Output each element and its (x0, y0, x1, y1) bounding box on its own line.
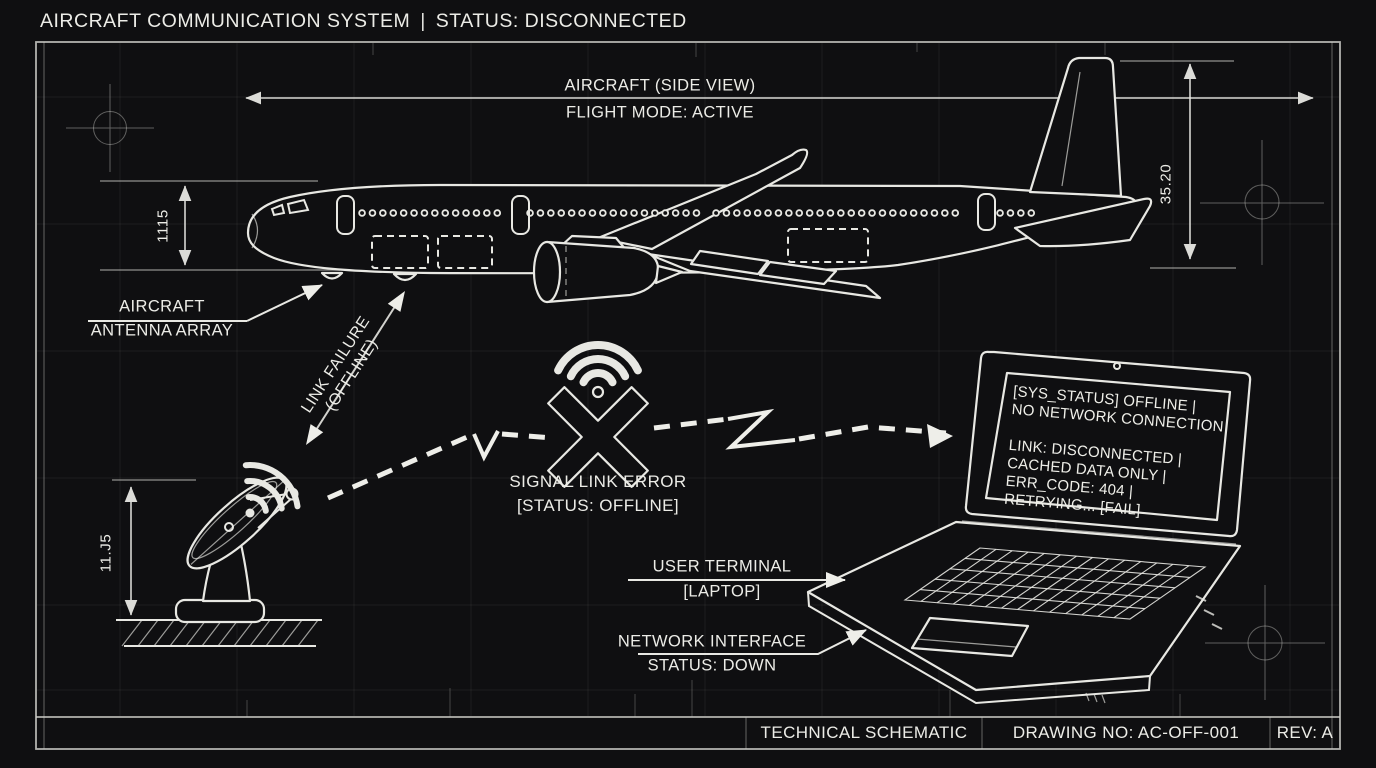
laptop-drawing (808, 350, 1250, 705)
page-title: AIRCRAFT COMMUNICATION SYSTEM | STATUS: DI… (40, 10, 687, 33)
arrowhead-icon (927, 424, 953, 448)
network-status-label: STATUS: DOWN (647, 656, 777, 675)
wifi-icon (554, 341, 642, 399)
aircraft-drawing (246, 56, 1153, 304)
dish-wifi-icon (242, 462, 301, 518)
comm-path-right (653, 408, 953, 450)
antenna-label-line2: ANTENNA ARRAY (90, 321, 234, 340)
tail-height-value: 35.20 (1157, 163, 1175, 205)
aircraft-doors (336, 193, 996, 235)
page-title-text: AIRCRAFT COMMUNICATION SYSTEM (40, 10, 411, 32)
tail-height-dimension (1120, 60, 1236, 269)
satellite-dish-icon (112, 462, 322, 647)
belly-antenna-icon (320, 271, 418, 282)
ports-icon (1195, 595, 1223, 630)
dish-height-value: 11.J5 (97, 533, 115, 573)
titleblock-doc-type: TECHNICAL SCHEMATIC (760, 723, 968, 742)
signal-error-icon (547, 341, 649, 488)
sheet-frame (35, 41, 1341, 750)
cargo-bay-outlines (371, 228, 869, 269)
titleblock-drawing-no: DRAWING NO: AC-OFF-001 (1012, 723, 1240, 742)
link-failure-arrow (306, 291, 405, 445)
laptop-screen-output: [SYS_STATUS] OFFLINE | NO NETWORK CONNEC… (1003, 383, 1227, 526)
nose-height-dimension (100, 180, 340, 271)
crosshair-icon (66, 84, 1325, 700)
title-divider: | (420, 10, 426, 32)
network-interface-label: NETWORK INTERFACE (617, 632, 807, 651)
webcam-icon (1113, 362, 1121, 370)
signal-status-label: [STATUS: OFFLINE] (516, 496, 680, 515)
flight-mode-label: FLIGHT MODE: ACTIVE (566, 103, 754, 122)
nose-height-value: 1115 (154, 209, 172, 243)
x-icon (547, 386, 649, 488)
engine-drawing (532, 234, 684, 304)
antenna-label-line1: AIRCRAFT (119, 297, 205, 316)
aircraft-view-label: AIRCRAFT (SIDE VIEW) (564, 76, 756, 95)
user-terminal-sublabel: [LAPTOP] (683, 582, 761, 601)
comm-path-left (326, 430, 553, 501)
signal-error-label: SIGNAL LINK ERROR (509, 472, 687, 491)
antenna-array-leader (88, 284, 323, 322)
status-text: STATUS: DISCONNECTED (435, 10, 687, 32)
keyboard (905, 548, 1205, 619)
titleblock-revision: REV: A (1276, 723, 1334, 742)
network-interface-leader (638, 629, 867, 655)
user-terminal-label: USER TERMINAL (652, 557, 792, 576)
dish-height-dimension (112, 479, 196, 616)
touchpad (910, 616, 1030, 658)
